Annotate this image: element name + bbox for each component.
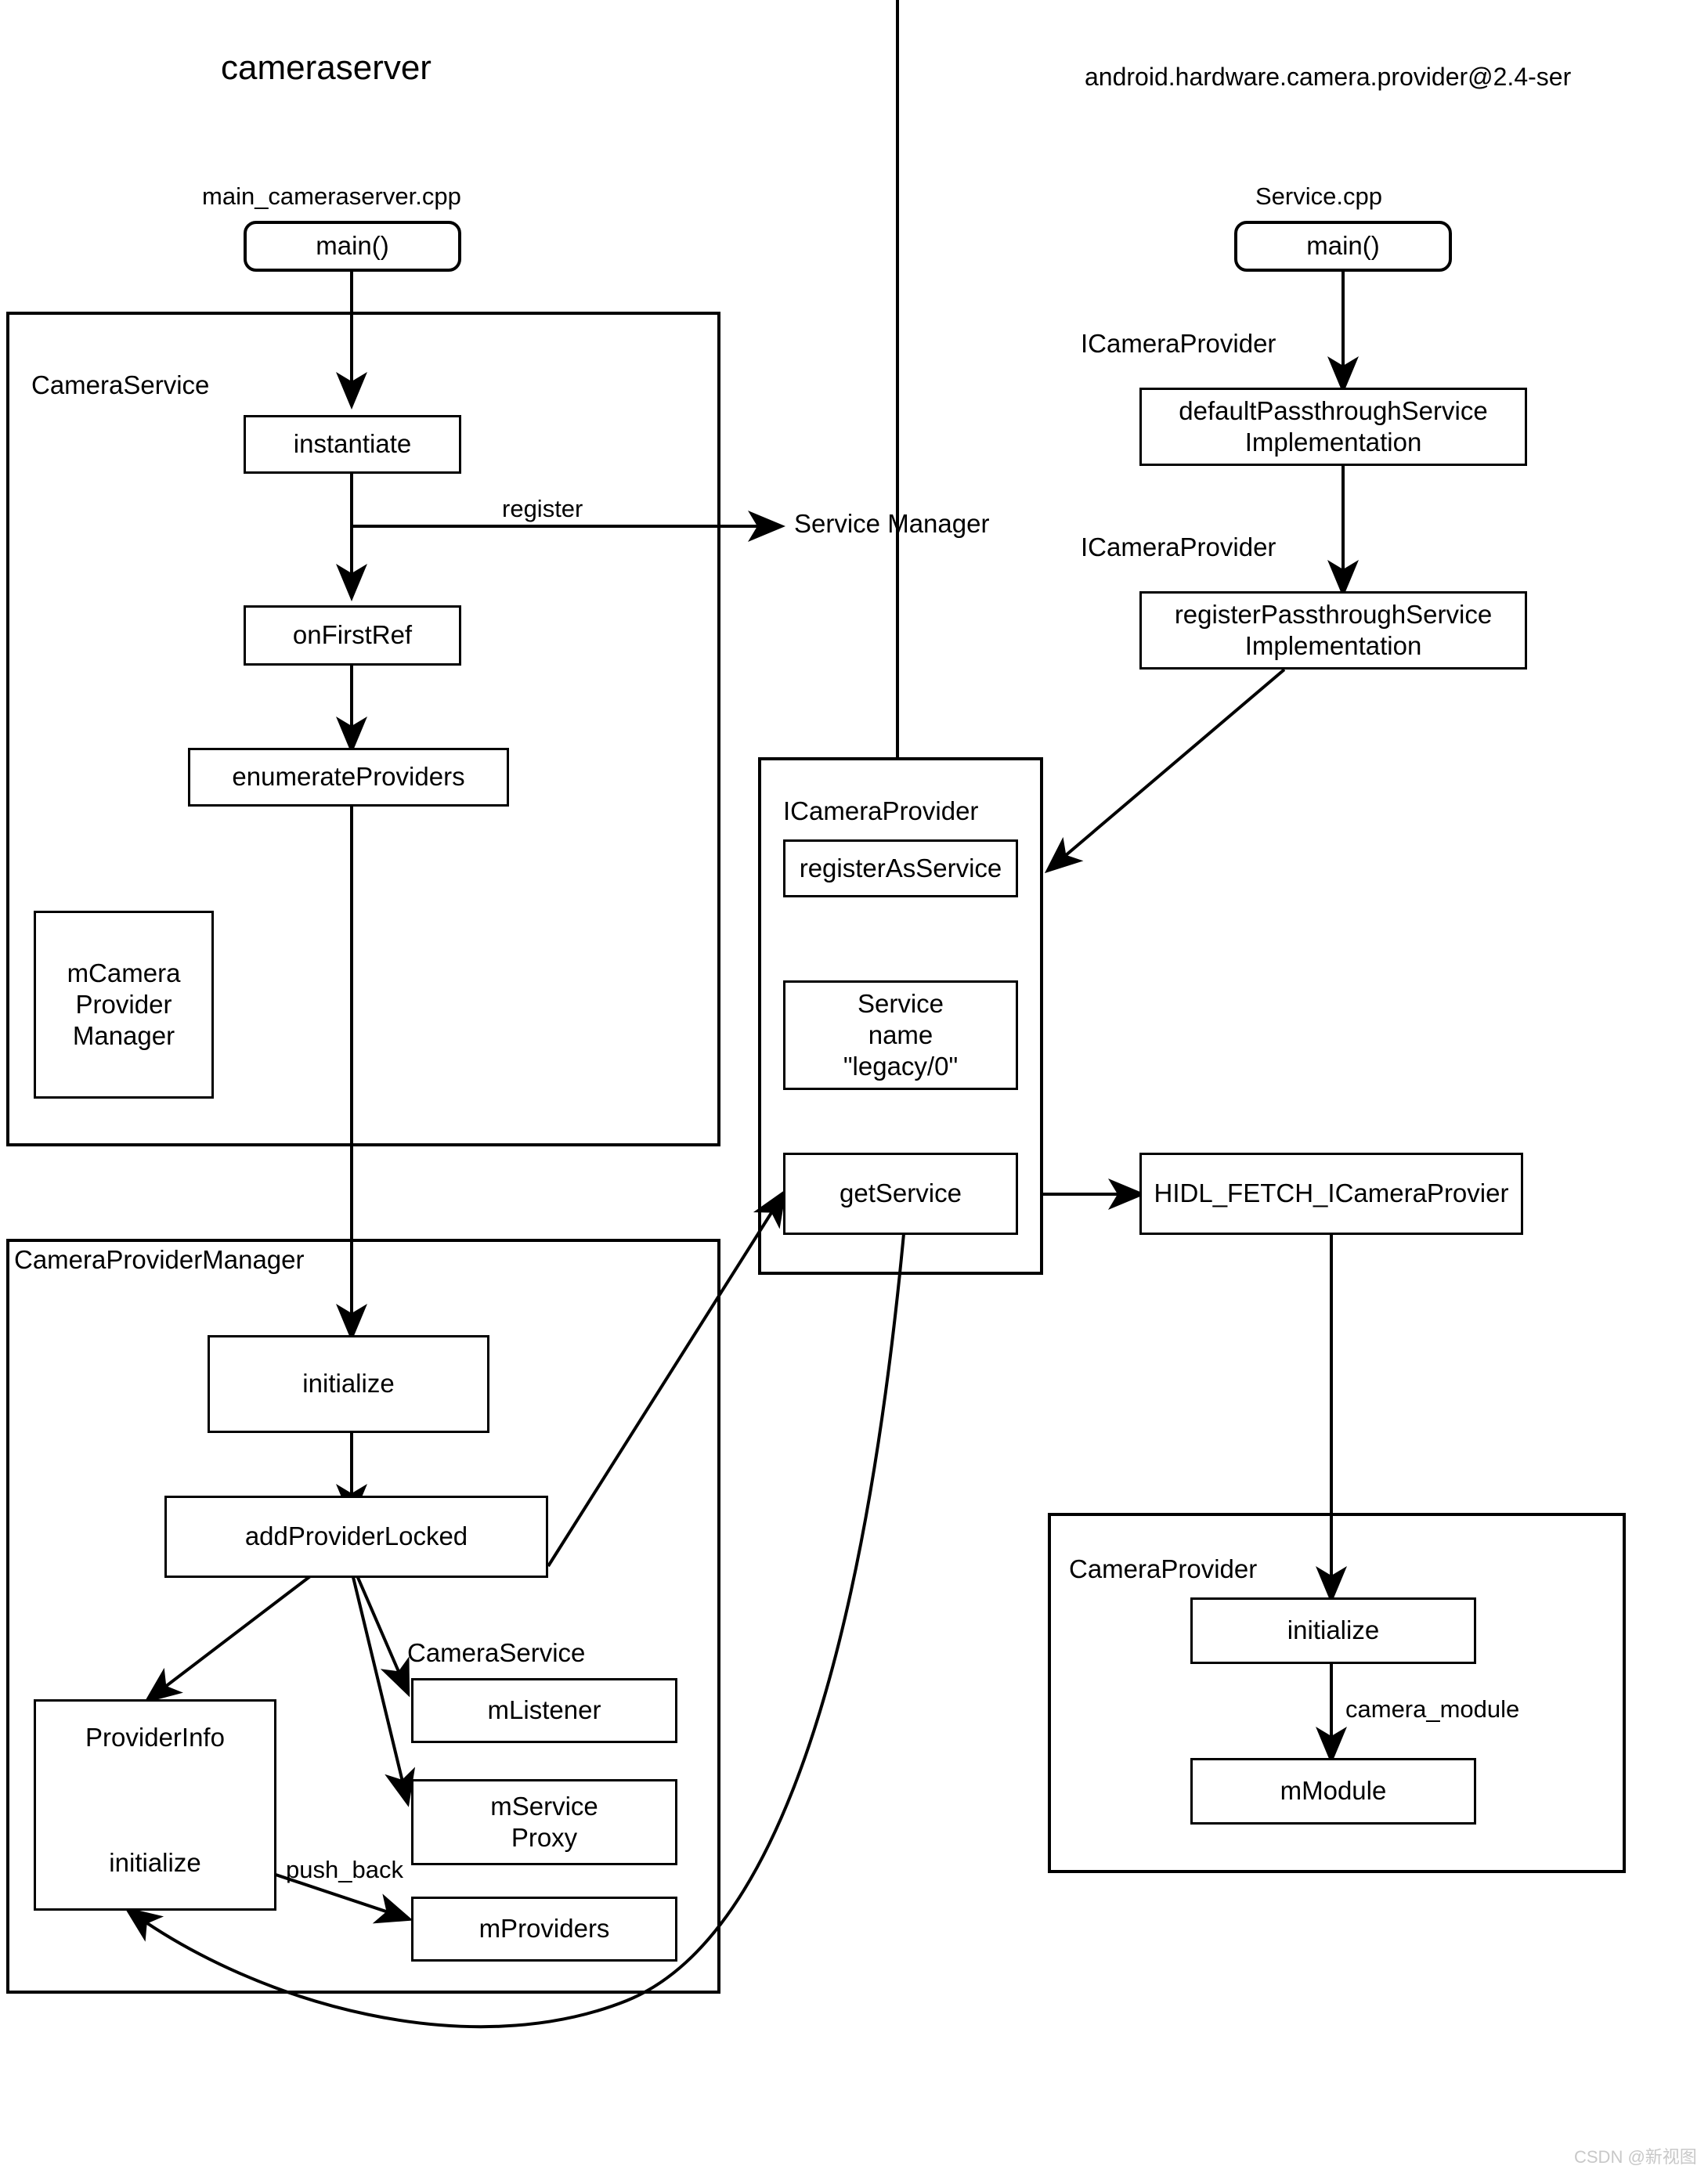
node-service-name[interactable]: Service name "legacy/0" bbox=[783, 980, 1018, 1090]
group-camera-service bbox=[6, 312, 720, 1146]
edge-label-register: register bbox=[502, 495, 583, 522]
edge-label-camera-module: camera_module bbox=[1345, 1695, 1520, 1723]
node-main-right[interactable]: main() bbox=[1234, 221, 1452, 272]
node-cp-initialize[interactable]: initialize bbox=[1190, 1597, 1476, 1664]
group-i-camera-provider bbox=[758, 757, 1043, 1275]
file-label-left: main_cameraserver.cpp bbox=[202, 182, 461, 210]
node-mlistener[interactable]: mListener bbox=[411, 1678, 677, 1743]
group-label-camera-provider-manager: CameraProviderManager bbox=[14, 1245, 305, 1274]
node-provider-info-title: ProviderInfo bbox=[85, 1723, 225, 1752]
node-enumerate-providers[interactable]: enumerateProviders bbox=[188, 748, 509, 807]
column-title-right: android.hardware.camera.provider@2.4-ser bbox=[1085, 63, 1572, 91]
node-mproviders[interactable]: mProviders bbox=[411, 1897, 677, 1962]
node-instantiate[interactable]: instantiate bbox=[244, 415, 461, 474]
node-add-provider-locked[interactable]: addProviderLocked bbox=[164, 1496, 548, 1578]
node-provider-info-initialize: initialize bbox=[109, 1847, 201, 1877]
group-label-camera-service: CameraService bbox=[31, 370, 210, 399]
node-hidl-fetch[interactable]: HIDL_FETCH_ICameraProvier bbox=[1139, 1153, 1523, 1235]
group-camera-provider bbox=[1048, 1513, 1626, 1873]
node-register-passthrough-impl[interactable]: registerPassthroughService Implementatio… bbox=[1139, 591, 1527, 670]
node-mmodule[interactable]: mModule bbox=[1190, 1758, 1476, 1825]
node-cpm-initialize[interactable]: initialize bbox=[208, 1335, 489, 1433]
label-interface-register-passthrough: ICameraProvider bbox=[1081, 532, 1276, 561]
node-main-left[interactable]: main() bbox=[244, 221, 461, 272]
node-register-as-service[interactable]: registerAsService bbox=[783, 839, 1018, 897]
node-on-first-ref[interactable]: onFirstRef bbox=[244, 605, 461, 666]
file-label-right: Service.cpp bbox=[1255, 182, 1382, 210]
group-label-camera-provider: CameraProvider bbox=[1069, 1554, 1258, 1583]
watermark: CSDN @新视图 bbox=[1574, 2147, 1697, 2167]
column-title-left: cameraserver bbox=[221, 49, 432, 87]
group-camera-provider-manager bbox=[6, 1239, 720, 1994]
node-default-passthrough-impl[interactable]: defaultPassthroughService Implementation bbox=[1139, 388, 1527, 466]
label-interface-default-passthrough: ICameraProvider bbox=[1081, 329, 1276, 358]
group-label-camera-service-inner: CameraService bbox=[407, 1638, 586, 1667]
node-mcamera-provider-manager[interactable]: mCamera Provider Manager bbox=[34, 911, 214, 1099]
node-provider-info[interactable]: ProviderInfo initialize bbox=[34, 1699, 276, 1911]
label-service-manager: Service Manager bbox=[794, 509, 990, 538]
node-mservice-proxy[interactable]: mService Proxy bbox=[411, 1779, 677, 1865]
group-label-i-camera-provider: ICameraProvider bbox=[783, 796, 979, 825]
edge-label-push-back: push_back bbox=[286, 1856, 403, 1883]
node-get-service[interactable]: getService bbox=[783, 1153, 1018, 1235]
